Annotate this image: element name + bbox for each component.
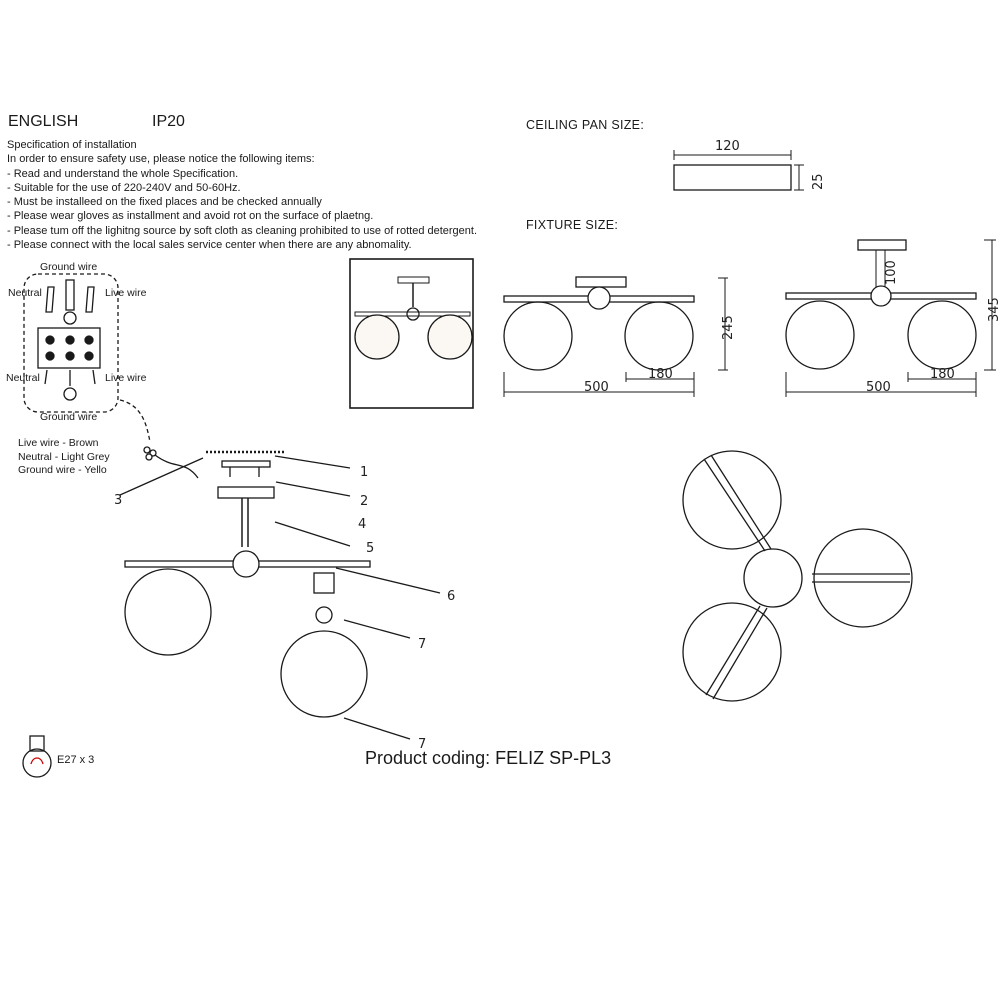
bulb-spec: E27 x 3	[57, 754, 95, 766]
fixture-size-title: FIXTURE SIZE:	[526, 218, 619, 232]
instruction-line: - Read and understand the whole Specific…	[7, 167, 239, 180]
instruction-line: - Suitable for the use of 220-240V and 5…	[7, 181, 241, 194]
part-number-7b: 7	[418, 737, 426, 752]
ip-rating: IP20	[152, 113, 185, 130]
installation-instructions: Specification of installation In order t…	[7, 138, 477, 252]
product-coding: Product coding: FELIZ SP-PL3	[365, 748, 612, 768]
fixture-front-width: 500	[584, 380, 609, 395]
ceiling-pan-title: CEILING PAN SIZE:	[526, 118, 645, 132]
ceiling-pan-height: 25	[811, 173, 826, 190]
part-number-3: 3	[114, 493, 122, 508]
fixture-front-globe: 180	[648, 367, 673, 382]
language-label: ENGLISH	[8, 113, 79, 130]
fixture-photo	[349, 258, 474, 409]
part-number-6: 6	[447, 589, 455, 604]
part-number-4: 4	[358, 517, 366, 532]
part-number-1: 1	[360, 465, 368, 480]
fixture-front-height: 245	[721, 315, 736, 340]
fixture-rod-globe: 180	[930, 367, 955, 382]
part-number-2: 2	[360, 494, 368, 509]
wiring-ground-bottom-label: Ground wire	[40, 411, 98, 423]
wiring-neutral-top-label: Neutral	[8, 287, 42, 299]
wire-legend-live: Live wire - Brown	[18, 437, 99, 449]
instruction-line: - Must be installeed on the fixed places…	[7, 196, 322, 209]
fixture-front-view	[503, 276, 728, 397]
wiring-neutral-bottom-label: Neutral	[6, 372, 40, 384]
instruction-line: - Please wear gloves as installment and …	[7, 210, 374, 223]
instruction-line: - Please connect with the local sales se…	[7, 239, 412, 252]
part-number-5: 5	[366, 541, 374, 556]
wire-legend-neutral: Neutral - Light Grey	[18, 451, 110, 463]
ceiling-pan-drawing	[673, 150, 804, 191]
wire-legend-ground: Ground wire - Yello	[18, 464, 107, 476]
wiring-live-top-label: Live wire	[105, 287, 147, 299]
instruction-line: - Please tum off the lighitng source by …	[7, 224, 478, 237]
fixture-rod-view	[785, 239, 996, 397]
instruction-line: In order to ensure safety use, please no…	[7, 153, 315, 166]
wiring-ground-top-label: Ground wire	[40, 261, 98, 273]
wiring-diagram	[23, 273, 199, 479]
part-number-7: 7	[418, 637, 426, 652]
fixture-rod-height: 345	[987, 297, 1000, 322]
fixture-rod-length: 100	[884, 260, 899, 285]
ceiling-pan-width: 120	[715, 139, 740, 154]
wiring-live-bottom-label: Live wire	[105, 372, 147, 384]
assembly-drawing	[119, 450, 441, 740]
bulb-icon	[22, 735, 52, 778]
fixture-top-view	[682, 450, 913, 702]
fixture-rod-width: 500	[866, 380, 891, 395]
instructions-title: Specification of installation	[7, 139, 137, 151]
